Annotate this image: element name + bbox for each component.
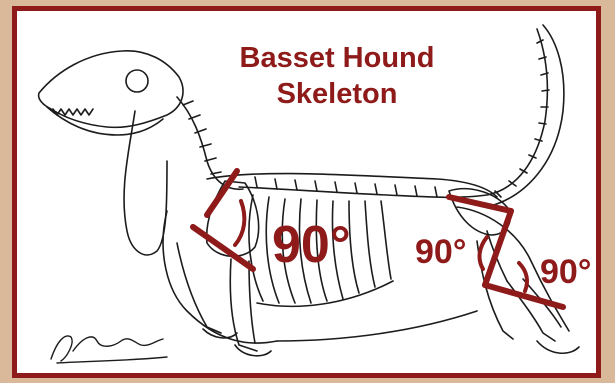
title-line-1: Basset Hound xyxy=(240,42,435,74)
hip-angle-arc-lower xyxy=(519,263,527,291)
hip-angle-line-top xyxy=(449,197,511,211)
diagram-title: Basset Hound Skeleton xyxy=(212,40,462,112)
shoulder-angle-line-lower xyxy=(193,227,253,269)
shoulder-angle-arc xyxy=(235,201,244,245)
hip-angle-line-middle xyxy=(485,211,511,285)
diagram-frame: Basset Hound Skeleton 90° 90° 90° xyxy=(12,6,601,378)
title-line-2: Skeleton xyxy=(277,78,398,110)
hip-angle-arc-upper xyxy=(480,237,487,269)
hip-lower-angle-label: 90° xyxy=(540,255,591,289)
hip-upper-angle-label: 90° xyxy=(415,235,466,269)
shoulder-angle-line-upper xyxy=(207,171,237,215)
shoulder-angle-label: 90° xyxy=(272,219,351,271)
